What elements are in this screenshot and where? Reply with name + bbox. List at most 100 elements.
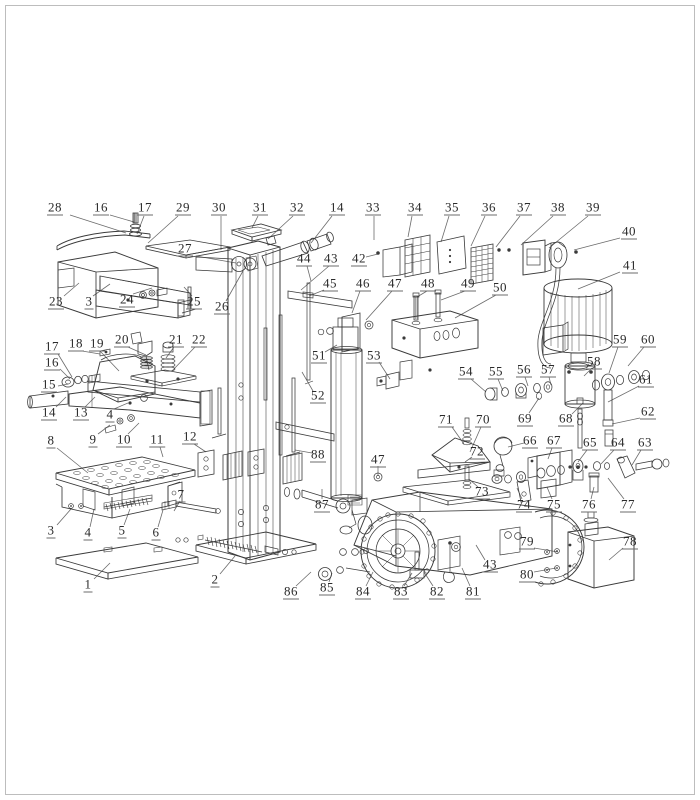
callout-label-43: 43	[323, 250, 339, 267]
leader-line-70	[469, 426, 482, 453]
callout-label-62: 62	[640, 403, 656, 420]
leader-line-18	[81, 350, 101, 355]
callout-label-70: 70	[475, 411, 491, 428]
leader-line-13	[84, 396, 96, 408]
group-head-block	[376, 289, 479, 390]
callout-label-82: 82	[429, 583, 445, 600]
leader-line-84	[365, 571, 374, 587]
leader-line-6	[157, 509, 164, 528]
callout-label-21: 21	[168, 331, 184, 348]
callout-label-87: 87	[314, 496, 330, 513]
callout-label-16: 16	[93, 199, 109, 216]
leader-line-11	[159, 446, 164, 458]
group-valve	[491, 436, 670, 503]
leader-line-88	[294, 449, 313, 454]
callout-label-8: 8	[46, 432, 56, 449]
callout-label-37: 37	[516, 199, 532, 216]
leader-line-63	[631, 449, 642, 466]
leader-line-35	[440, 215, 450, 243]
callout-label-72: 72	[469, 443, 485, 460]
callout-label-28: 28	[47, 199, 63, 216]
leader-line-68	[571, 402, 584, 415]
callout-label-15: 15	[41, 376, 57, 393]
callout-label-38: 38	[550, 199, 566, 216]
leader-line-82	[423, 571, 434, 587]
group-chassis-wheels	[318, 479, 585, 590]
callout-label-26: 26	[214, 298, 230, 315]
callout-label-12: 12	[182, 428, 198, 445]
callout-leader-lines	[55, 214, 645, 587]
leader-line-10	[127, 422, 140, 435]
leader-line-26	[225, 270, 244, 302]
group-motor	[522, 239, 613, 370]
callout-label-64: 64	[610, 434, 626, 451]
leader-line-42	[365, 253, 379, 258]
leader-line-32	[267, 215, 294, 240]
callout-label-46: 46	[355, 275, 371, 292]
callout-label-78: 78	[622, 533, 638, 550]
callout-label-54: 54	[458, 363, 474, 380]
group-small-plates	[197, 448, 303, 485]
callout-label-73: 73	[474, 483, 490, 500]
leader-line-62	[611, 417, 641, 425]
callout-label-75: 75	[546, 496, 562, 513]
callout-label-14: 14	[41, 404, 57, 421]
group-table-assembly	[55, 456, 317, 580]
leader-line-59	[608, 346, 619, 374]
leader-line-37	[495, 215, 521, 248]
leader-line-3	[56, 508, 72, 526]
callout-label-52: 52	[310, 387, 326, 404]
callout-label-32: 32	[289, 199, 305, 216]
leader-line-22	[171, 346, 196, 372]
group-panels	[376, 234, 511, 285]
callout-label-3: 3	[46, 522, 56, 539]
callout-label-39: 39	[585, 199, 601, 216]
callout-label-58: 58	[586, 353, 602, 370]
callout-label-4: 4	[83, 524, 93, 541]
leader-line-50	[454, 294, 497, 319]
leader-line-53	[378, 361, 391, 380]
leader-line-5	[123, 508, 131, 526]
leader-line-81	[461, 567, 471, 587]
callout-label-9: 9	[88, 431, 98, 448]
leader-line-34	[407, 215, 413, 238]
callout-label-68: 68	[558, 410, 574, 427]
callout-label-79: 79	[519, 533, 535, 550]
leader-line-29	[147, 215, 179, 244]
callout-label-65: 65	[582, 434, 598, 451]
leader-line-40	[573, 237, 621, 251]
leader-line-20	[127, 346, 147, 356]
leader-line-12	[193, 443, 207, 453]
callout-label-80: 80	[519, 566, 535, 583]
leader-line-52	[301, 371, 314, 392]
callout-label-33: 33	[365, 199, 381, 216]
callout-label-20: 20	[114, 331, 130, 348]
callout-label-76: 76	[581, 496, 597, 513]
callout-label-19: 19	[89, 335, 105, 352]
group-top-left-beam	[56, 212, 247, 319]
callout-label-18: 18	[68, 335, 84, 352]
leader-line-17	[57, 353, 73, 378]
callout-label-10: 10	[116, 431, 132, 448]
leader-line-86	[295, 571, 312, 587]
callout-label-49: 49	[460, 275, 476, 292]
callout-label-61: 61	[638, 371, 654, 388]
leader-line-19	[99, 350, 120, 372]
leader-line-46	[351, 290, 361, 314]
leader-line-4	[89, 508, 95, 528]
callout-label-81: 81	[465, 583, 481, 600]
callout-label-43: 43	[482, 556, 498, 573]
callout-label-41: 41	[622, 257, 638, 274]
callout-label-4: 4	[105, 406, 115, 423]
leader-line-9	[97, 424, 111, 435]
callout-label-47: 47	[387, 275, 403, 292]
callout-label-1: 1	[83, 576, 93, 593]
callout-label-30: 30	[211, 199, 227, 216]
leader-line-80	[533, 567, 557, 573]
group-column	[227, 223, 334, 561]
callout-label-14: 14	[329, 199, 345, 216]
callout-label-24: 24	[119, 291, 135, 308]
callout-label-23: 23	[48, 293, 64, 310]
